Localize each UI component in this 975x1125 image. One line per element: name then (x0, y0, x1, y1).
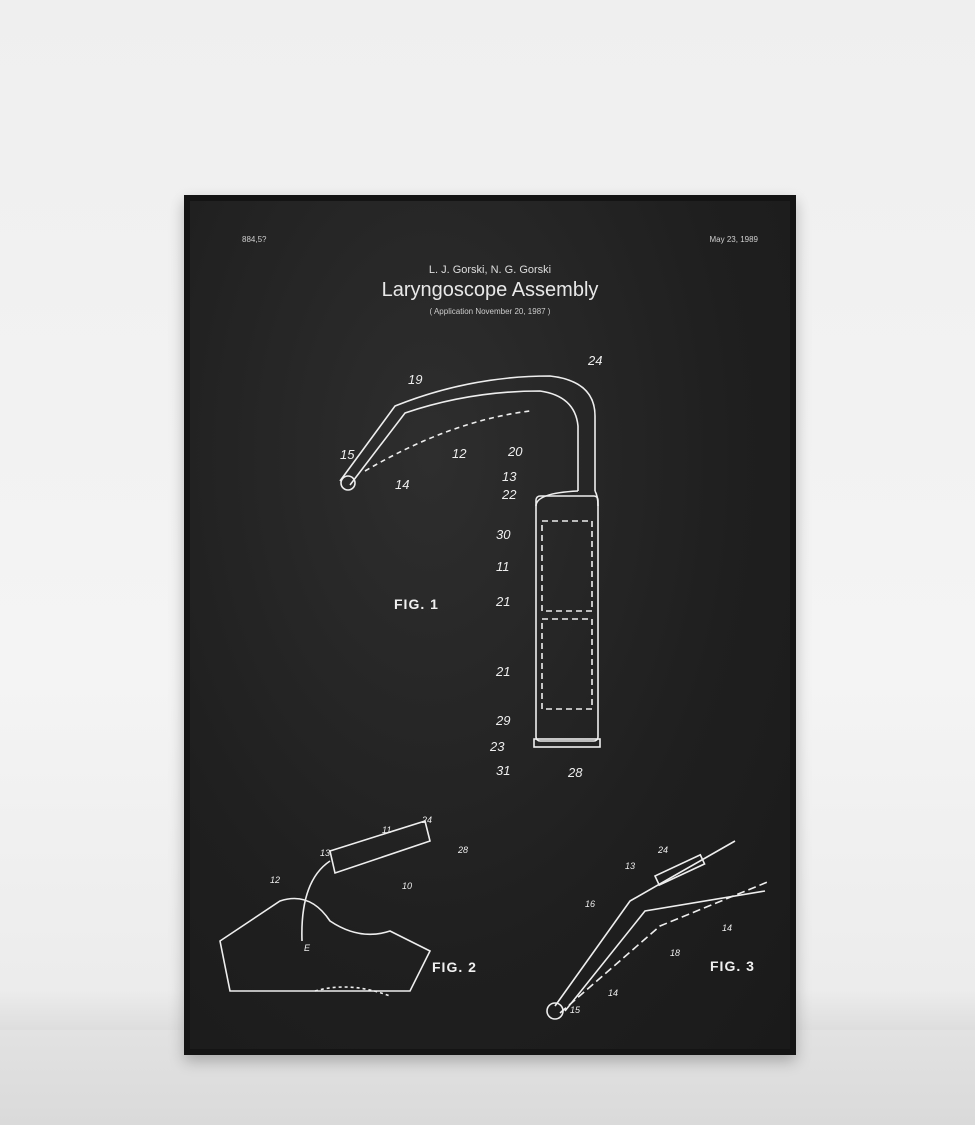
fig3-label: 24 (657, 845, 668, 855)
application-date: ( Application November 20, 1987 ) (429, 307, 551, 316)
fig2-label: 10 (402, 881, 412, 891)
fig1-label: 28 (567, 765, 583, 780)
fig3-label: 16 (585, 899, 595, 909)
fig1-label: 20 (507, 444, 523, 459)
fig1-label: 11 (496, 559, 510, 574)
fig2-label: 24 (421, 815, 432, 825)
inventors: L. J. Gorski, N. G. Gorski (428, 264, 552, 276)
fig1-label: 24 (587, 353, 602, 368)
fig1-label: 31 (496, 763, 510, 778)
fig1-label: 29 (495, 713, 510, 728)
fig3-label: 14 (722, 923, 732, 933)
fig1-label: 12 (452, 446, 467, 461)
fig1-label: 30 (496, 527, 511, 542)
fig3-drawing (546, 840, 771, 1020)
fig2-label: 12 (270, 875, 280, 885)
fig1-label: 21 (495, 594, 510, 609)
fig1-caption: FIG. 1 (394, 596, 439, 612)
patent-date: May 23, 1989 (709, 235, 758, 244)
fig3-label: 15 (570, 1005, 581, 1015)
fig2-label: 28 (457, 845, 468, 855)
poster-frame: 884,5? May 23, 1989 L. J. Gorski, N. G. … (184, 195, 796, 1055)
fig1-drawing (339, 375, 601, 748)
poster-title: Laryngoscope Assembly (381, 279, 599, 301)
patent-poster: 884,5? May 23, 1989 L. J. Gorski, N. G. … (190, 201, 790, 1049)
fig1-label: 15 (340, 447, 355, 462)
fig1-label: 23 (489, 739, 505, 754)
patent-number: 884,5? (242, 235, 267, 244)
fig2-label: 11 (382, 825, 391, 835)
fig3-label: 18 (670, 948, 680, 958)
fig1-label: 22 (501, 487, 517, 502)
fig3-caption: FIG. 3 (710, 958, 755, 974)
fig2-drawing (219, 819, 432, 997)
fig2-label: 13 (320, 848, 330, 858)
fig1-label: 13 (502, 469, 517, 484)
patent-drawings: 24 19 20 13 22 15 12 14 30 11 21 21 29 2… (219, 353, 771, 1020)
fig1-label: 21 (495, 664, 510, 679)
fig3-label: 14 (608, 988, 618, 998)
fig3-label: 13 (625, 861, 635, 871)
fig2-label: E (304, 943, 311, 953)
fig2-caption: FIG. 2 (432, 959, 477, 975)
fig1-label: 19 (408, 372, 422, 387)
fig1-label: 14 (395, 477, 409, 492)
